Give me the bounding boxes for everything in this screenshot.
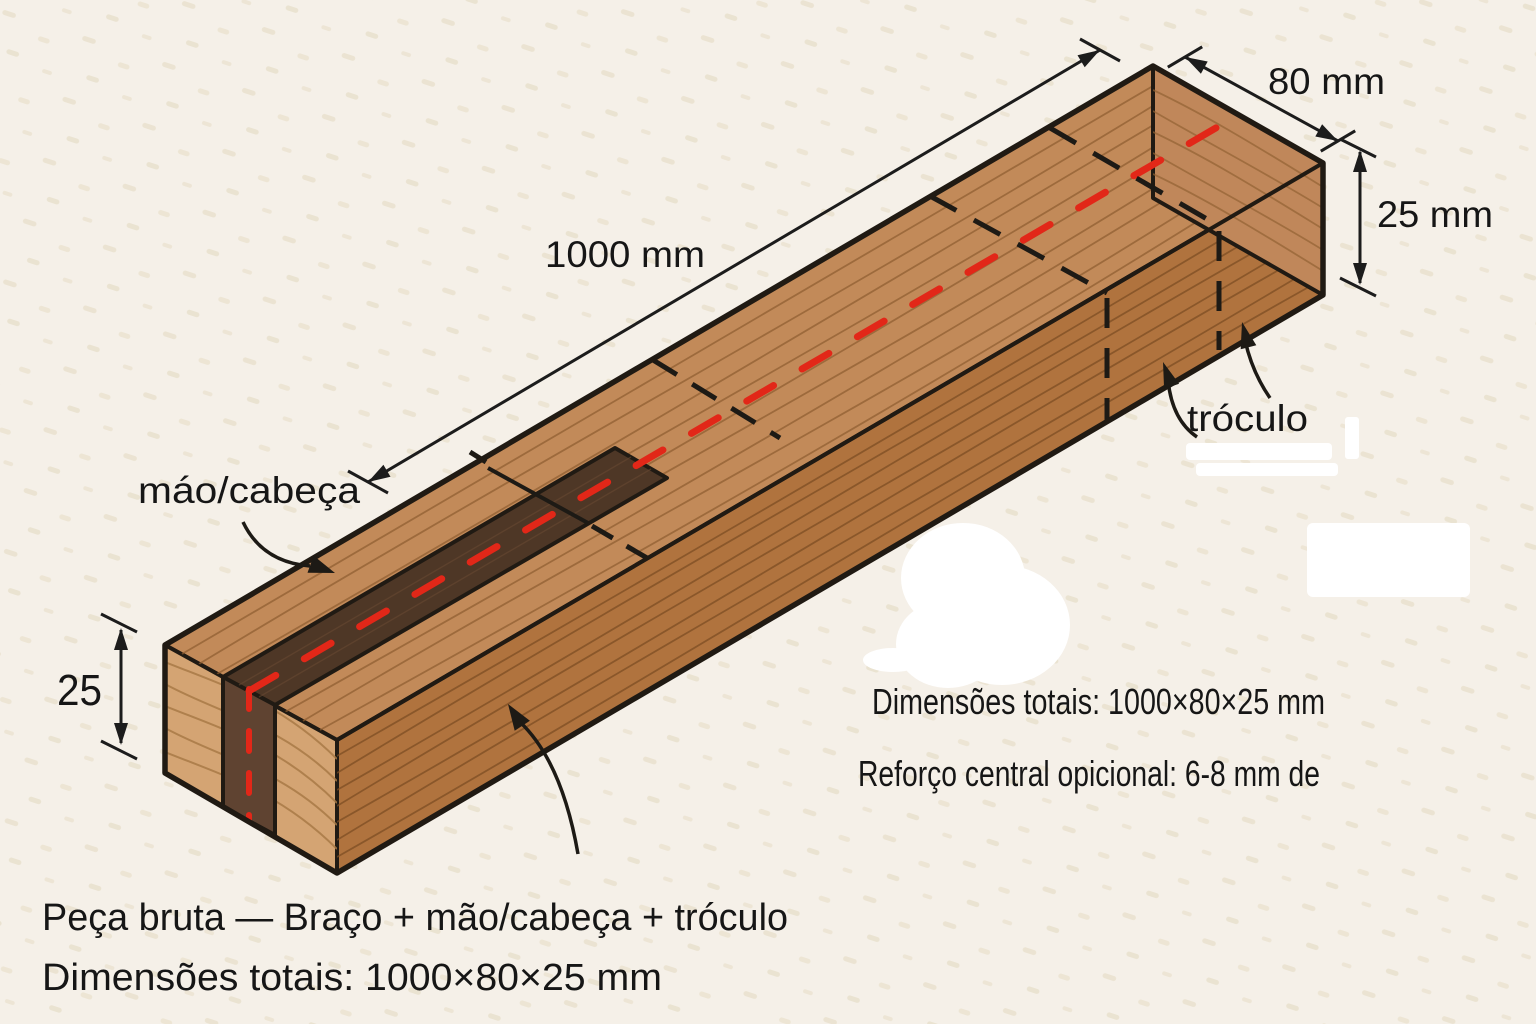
cut-lines [468,125,1222,565]
front-top-arris [335,161,1325,742]
hand-head-label: máo/cabeça [138,470,360,511]
tick-icon [1339,137,1377,159]
beam-silhouette [162,63,1326,876]
note-central-reinforcement: Reforço central opicional: 6-8 mm de [858,753,1320,794]
tick-icon [1339,276,1377,298]
white-patches [863,417,1470,688]
cut-line-3-top [928,193,1109,296]
thickness-left-label: 25 [57,666,102,715]
label-trochle: tróculo [1163,322,1308,439]
arrowhead-icon [307,555,335,573]
groove-grain [238,456,652,698]
arrowhead-icon [1077,50,1100,68]
side-notes: Dimensões totais: 1000×80×25 mm Reforço … [858,681,1325,794]
trochle-label: tróculo [1187,398,1308,439]
cut-line-4-top [1048,125,1221,229]
arrowhead-icon [1185,57,1208,74]
thickness-right-label: 25 mm [1377,194,1493,235]
arrowhead-icon [114,723,128,745]
cut-line-1-front-dash [590,523,656,565]
tick-icon [100,739,138,761]
right-end-grain [1153,89,1323,272]
arrowhead-icon [114,628,128,650]
tick-icon [100,612,138,634]
dimension-length-1000mm: 1000 mm [347,37,1121,495]
caption-leader-arrow [508,704,580,855]
arrowhead-icon [1163,362,1180,389]
arrowhead-icon [1315,124,1338,141]
label-hand-head: máo/cabeça [138,470,360,573]
cut-line-1-solid [487,466,589,525]
cut-line-2 [651,357,782,441]
leader-curve [518,720,580,855]
leader-curve [241,521,311,568]
length-dimension-label: 1000 mm [545,234,705,275]
dimension-width-80mm: 80 mm [1167,45,1385,153]
caption-block: Peça bruta — Braço + mão/cabeça + trócul… [42,897,788,999]
arrowhead-icon [1353,263,1367,285]
note-total-dimensions: Dimensões totais: 1000×80×25 mm [872,681,1325,722]
red-centerline-top [245,114,1237,695]
dimension-thickness-left-25: 25 [57,612,138,761]
arrowhead-icon [368,464,391,482]
arrowhead-icon [1353,150,1367,172]
front-face-grain [337,178,1323,858]
caption-dimensions: Dimensões totais: 1000×80×25 mm [42,957,662,999]
caption-title: Peça bruta — Braço + mão/cabeça + trócul… [42,897,788,939]
arrowhead-icon [508,704,530,731]
width-dimension-label: 80 mm [1268,61,1385,102]
arrowhead-icon [1240,322,1257,350]
dimension-thickness-right-25mm: 25 mm [1339,137,1493,298]
wood-beam [162,63,1326,876]
